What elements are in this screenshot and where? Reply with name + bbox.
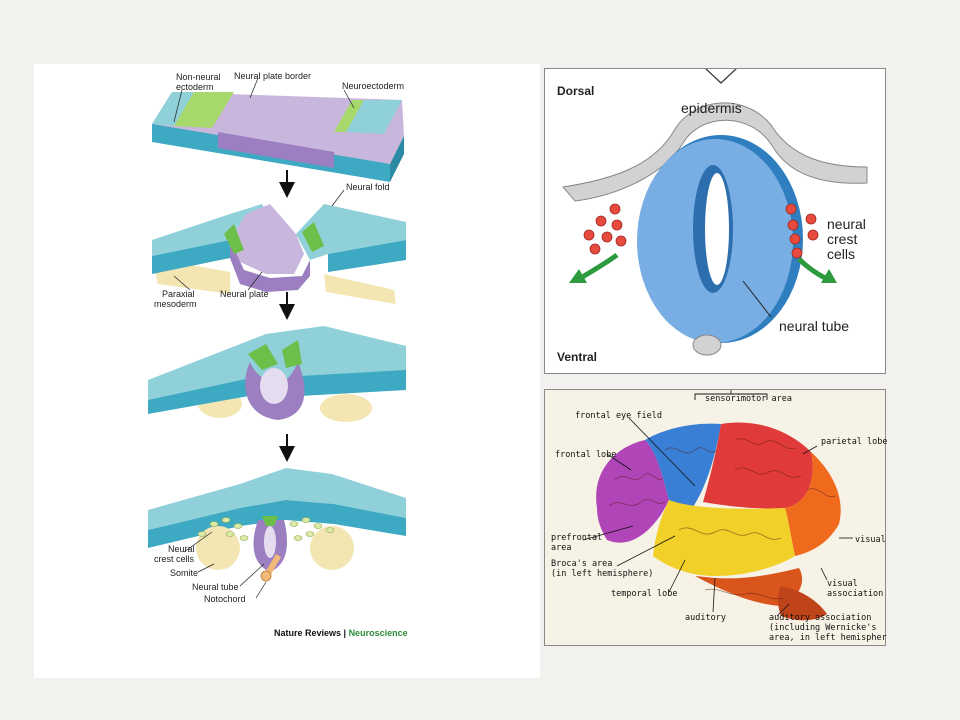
crest-label-3: cells bbox=[827, 246, 855, 262]
stage-4-neural-tube bbox=[148, 468, 406, 582]
brain-svg: sensorimotor area frontal eye field fron… bbox=[551, 390, 887, 643]
neurulation-diagram: Non-neural ectoderm Neural plate border … bbox=[34, 64, 540, 678]
migration-arrowhead-left bbox=[569, 269, 587, 283]
label-notochord: Notochord bbox=[204, 594, 246, 604]
label-paraxial-2: mesoderm bbox=[154, 299, 197, 309]
label-neural-plate-border: Neural plate border bbox=[234, 71, 311, 81]
label-crest-2: crest cells bbox=[154, 554, 195, 564]
neural-tube-leader bbox=[742, 280, 772, 318]
journal-credit: Nature Reviews | Neuroscience bbox=[274, 628, 408, 638]
label-visual: visual bbox=[855, 535, 886, 545]
label-visual-assoc-2: association bbox=[827, 589, 883, 599]
neural-tube-label: neural tube bbox=[779, 318, 849, 334]
dorsal-pointer bbox=[705, 69, 737, 84]
crest-label-2: crest bbox=[827, 231, 857, 247]
label-broca-1: Broca's area bbox=[551, 559, 612, 569]
label-frontal-eye-field: frontal eye field bbox=[575, 411, 662, 421]
label-aud-assoc-3: area, in left hemisphere) bbox=[769, 633, 887, 643]
credit-field: Neuroscience bbox=[349, 628, 408, 638]
crest-label-1: neural bbox=[827, 216, 866, 232]
label-neural-tube: Neural tube bbox=[192, 582, 239, 592]
neurulation-leader-lines bbox=[173, 77, 355, 599]
brain-gyri bbox=[608, 438, 836, 600]
label-aud-assoc-1: auditory association bbox=[769, 613, 871, 623]
brain-leader-lines bbox=[582, 390, 853, 617]
notochord-circle bbox=[692, 334, 722, 356]
neural-canal bbox=[705, 173, 729, 285]
credit-journal: Nature Reviews bbox=[274, 628, 341, 638]
crest-cells-right bbox=[785, 203, 819, 259]
neural-tube-section: Dorsal Ventral epidermis neural crest ce… bbox=[544, 68, 886, 374]
migration-arrowhead-right bbox=[821, 269, 837, 283]
label-parietal-lobe: parietal lobe bbox=[821, 437, 887, 447]
stage-3-folding bbox=[148, 326, 406, 422]
label-neural-plate: Neural plate bbox=[220, 289, 269, 299]
epidermis-shape bbox=[562, 102, 868, 202]
label-prefrontal-2: area bbox=[551, 543, 571, 553]
crest-cells-left bbox=[583, 203, 627, 255]
label-visual-assoc-1: visual bbox=[827, 579, 858, 589]
dorsal-label: Dorsal bbox=[557, 84, 594, 98]
label-prefrontal-1: prefrontal bbox=[551, 533, 602, 543]
label-crest-1: Neural bbox=[168, 544, 195, 554]
label-non-neural-1: Non-neural bbox=[176, 72, 221, 82]
label-paraxial-1: Paraxial bbox=[162, 289, 195, 299]
label-non-neural-2: ectoderm bbox=[176, 82, 214, 92]
stage-1-neural-plate bbox=[152, 92, 404, 182]
label-neuroectoderm: Neuroectoderm bbox=[342, 81, 404, 91]
label-aud-assoc-2: (including Wernicke's bbox=[769, 623, 876, 633]
migration-arrow-right bbox=[797, 257, 829, 282]
credit-separator: | bbox=[341, 628, 349, 638]
migration-arrow-left bbox=[577, 252, 619, 282]
epidermis-label: epidermis bbox=[681, 100, 742, 116]
ventral-label: Ventral bbox=[557, 350, 597, 364]
neurulation-svg: Non-neural ectoderm Neural plate border … bbox=[148, 71, 408, 638]
label-neural-fold: Neural fold bbox=[346, 182, 390, 192]
stage-2-neural-fold bbox=[152, 204, 406, 304]
label-temporal-lobe: temporal lobe bbox=[611, 589, 678, 599]
label-broca-2: (in left hemisphere) bbox=[551, 569, 653, 579]
label-somite: Somite bbox=[170, 568, 198, 578]
label-auditory: auditory bbox=[685, 613, 726, 623]
neural-tube-svg: Dorsal Ventral epidermis neural crest ce… bbox=[557, 69, 868, 364]
label-sensorimotor: sensorimotor area bbox=[705, 394, 792, 404]
label-frontal-lobe: frontal lobe bbox=[555, 450, 616, 460]
brain-illustration bbox=[596, 422, 841, 621]
brain-areas-diagram: sensorimotor area frontal eye field fron… bbox=[544, 389, 887, 646]
